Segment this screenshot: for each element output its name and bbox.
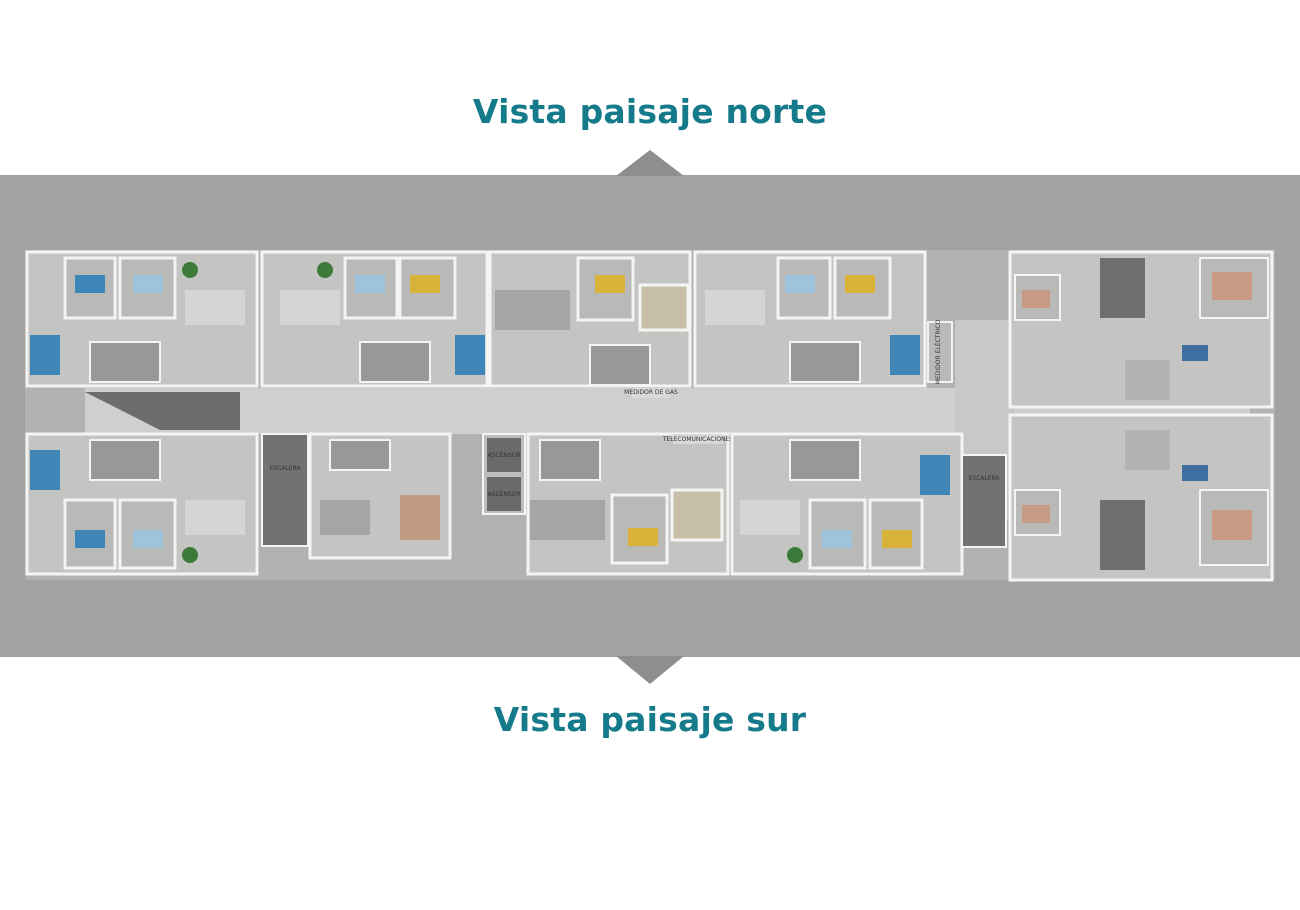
stair-label-1: ESCALERA	[269, 465, 301, 472]
north-view-heading: Vista paisaje norte	[472, 92, 828, 131]
apartment-south-1	[25, 432, 259, 576]
elevator-label-1: ASCENSOR	[487, 452, 520, 459]
telecom-label: TELECOMUNICACIONES	[662, 436, 733, 443]
apartment-south-2	[308, 432, 452, 560]
north-apartments: MEDIDOR DE GAS MEDIDOR ELÉCTRICO	[25, 250, 953, 398]
stair-core-1: ESCALERA	[261, 433, 309, 547]
apartment-south-3: TELECOMUNICACIONES	[526, 432, 733, 576]
south-arrow-icon	[616, 656, 684, 684]
apartment-north-1	[25, 250, 259, 388]
elevator-label-2: ASCENSOR	[487, 491, 520, 498]
apartment-north-3: MEDIDOR DE GAS	[488, 250, 692, 398]
stair-label-2: ESCALERA	[968, 475, 1000, 482]
south-apartments: ESCALERA ASCENSOR ASCENSOR TELECOMUNICAC…	[25, 432, 1007, 576]
apartment-north-4	[693, 250, 927, 388]
north-arrow-icon	[616, 150, 684, 176]
stair-core-2: ESCALERA	[961, 454, 1007, 548]
electric-meter-label: MEDIDOR ELÉCTRICO	[934, 320, 942, 385]
elevator-core: ASCENSOR ASCENSOR	[482, 433, 526, 515]
east-wing-apartments	[1008, 250, 1274, 582]
south-view-heading: Vista paisaje sur	[493, 700, 807, 739]
apartment-south-4	[730, 432, 964, 576]
apartment-north-2	[260, 250, 489, 388]
gas-meter-label: MEDIDOR DE GAS	[624, 389, 678, 396]
